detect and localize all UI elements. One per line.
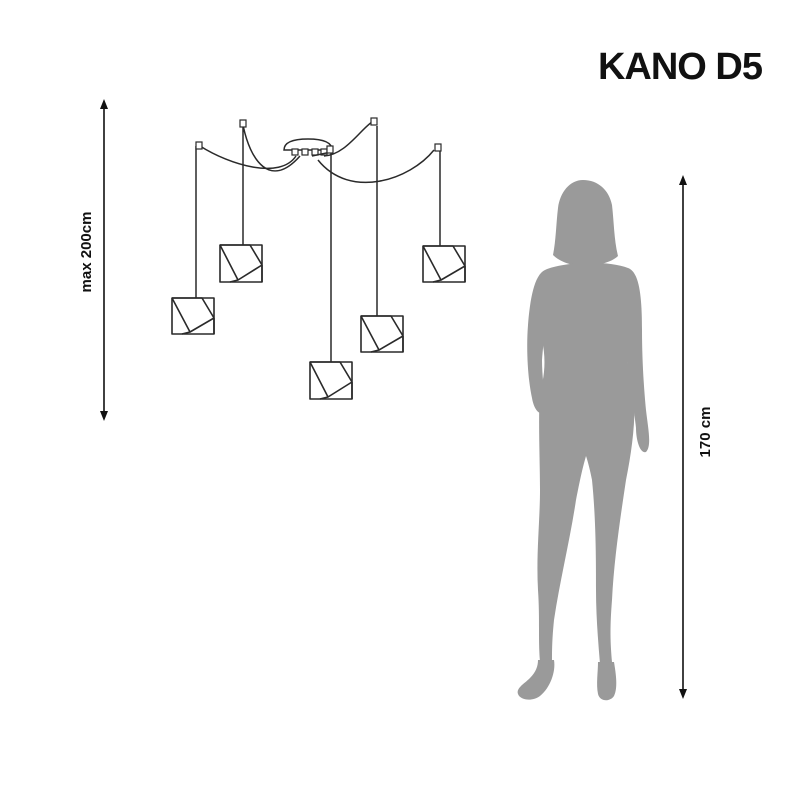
cable-3 [311,151,332,362]
arrow-down-icon [679,689,687,699]
arrow-down-icon [100,411,108,421]
arrow-up-icon [679,175,687,185]
pendant-cables [195,117,442,362]
person-height-dimension: 170 cm [679,175,714,699]
lamp-shade-1 [171,297,215,335]
lamp-shade-3 [309,361,353,400]
person-height-label: 170 cm [697,407,714,458]
lamp-shade-5 [422,245,466,283]
cable-1 [195,145,297,298]
lamp-height-dimension: max 200cm [78,99,108,421]
lamp-shade-4 [360,315,404,353]
lamp-shade-2 [219,244,263,283]
product-title: KANO D5 [597,46,763,88]
lamp-height-label: max 200cm [78,212,95,293]
arrow-up-icon [100,99,108,109]
cable-5 [317,149,441,246]
cable-2 [242,124,301,245]
cable-4 [323,121,378,316]
person-silhouette [517,180,650,701]
